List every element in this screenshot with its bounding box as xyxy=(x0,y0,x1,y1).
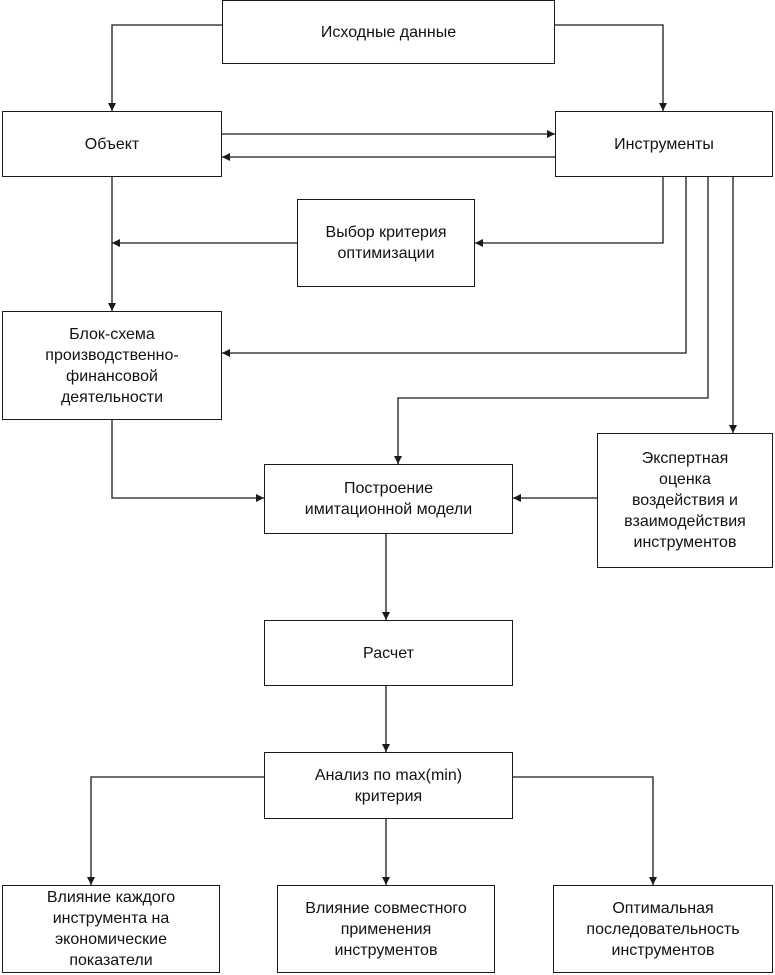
arrow-flowchart-to-model xyxy=(111,420,264,502)
arrow-instruments-to-criterion xyxy=(475,177,664,247)
source-data-box: Исходные данные xyxy=(222,0,555,64)
instruments-box: Инструменты xyxy=(555,111,773,177)
impact-joint-box: Влияние совместного применения инструмен… xyxy=(277,885,495,973)
impact-each-box: Влияние каждого инструмента на экономиче… xyxy=(2,885,220,973)
arrow-source-to-object xyxy=(108,24,222,111)
arrow-analysis-to-optimal-sequence xyxy=(513,776,657,885)
arrow-instruments-to-model xyxy=(394,177,709,464)
arrow-analysis-to-impact-each xyxy=(87,776,264,885)
arrow-instruments-to-flowchart xyxy=(222,177,687,357)
criterion-choice-box: Выбор критерия оптимизации xyxy=(297,199,475,287)
expert-assessment-box: Экспертная оценка воздействия и взаимоде… xyxy=(597,433,773,568)
analysis-box: Анализ по max(min) критерия xyxy=(264,752,513,819)
flowchart-block-box: Блок-схема производственно- финансовой д… xyxy=(2,311,222,420)
optimal-sequence-box: Оптимальная последовательность инструмен… xyxy=(553,885,773,973)
model-building-box: Построение имитационной модели xyxy=(264,464,513,534)
object-box: Объект xyxy=(2,111,222,177)
arrow-source-to-instruments xyxy=(555,24,667,111)
calculation-box: Расчет xyxy=(264,620,513,686)
